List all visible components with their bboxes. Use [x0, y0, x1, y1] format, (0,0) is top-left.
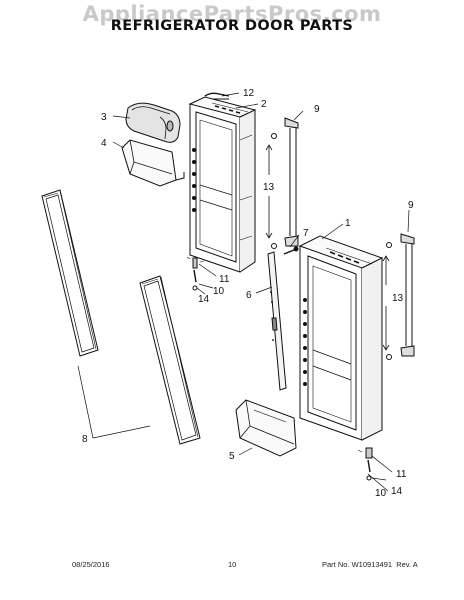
lower-hinge-hardware	[357, 447, 373, 481]
callout-6: 6	[246, 290, 252, 301]
part-1-lower-door	[298, 235, 384, 441]
part-5-door-bin	[235, 399, 297, 457]
callout-7: 7	[303, 228, 309, 239]
callout-9-upper: 9	[314, 104, 320, 115]
callout-9-lower: 9	[408, 200, 414, 211]
part-9-upper-handle-bracket	[271, 117, 299, 249]
part-9-lower-handle-bracket	[386, 233, 415, 360]
callout-14-upper: 14	[198, 294, 210, 305]
callout-1: 1	[345, 218, 351, 229]
callout-4: 4	[101, 138, 107, 149]
callout-10-upper: 10	[213, 286, 225, 297]
callout-11-lower: 11	[396, 469, 407, 480]
upper-hinge-hardware	[186, 256, 205, 291]
callout-8: 8	[82, 434, 88, 445]
footer-part-number: Part No. W10913491 Rev. A	[322, 560, 418, 569]
callout-5: 5	[229, 451, 235, 462]
callout-2: 2	[261, 99, 267, 110]
footer-page-number: 10	[228, 560, 237, 569]
part-6-mullion	[267, 251, 287, 391]
callout-14-lower: 14	[391, 486, 403, 497]
callout-labels: 12 2 3 9 4 13 7 1 9 11 10 14 6 13 8 5 11…	[82, 88, 414, 499]
part-13-upper-arrows	[265, 144, 273, 239]
part-8-gaskets	[41, 189, 201, 445]
part-2-upper-door	[188, 96, 257, 273]
callout-12: 12	[243, 88, 255, 99]
callout-3: 3	[101, 112, 107, 123]
part-number: Part No. W10913491	[322, 560, 393, 569]
callout-13-lower: 13	[392, 293, 404, 304]
part-7-screw	[283, 246, 299, 255]
part-3-cover	[125, 102, 181, 143]
page-title: REFRIGERATOR DOOR PARTS	[110, 18, 354, 34]
revision: Rev. A	[396, 560, 418, 569]
callout-10-lower: 10	[375, 488, 387, 499]
footer-date: 08/25/2016	[72, 560, 110, 569]
watermark: AppliancePartsPros.com	[82, 2, 382, 26]
callout-11-upper: 11	[219, 274, 230, 285]
part-13-lower-arrows	[382, 255, 390, 351]
part-4-bin	[121, 139, 185, 187]
leader-lines	[77, 92, 410, 492]
callout-13-upper: 13	[263, 182, 275, 193]
